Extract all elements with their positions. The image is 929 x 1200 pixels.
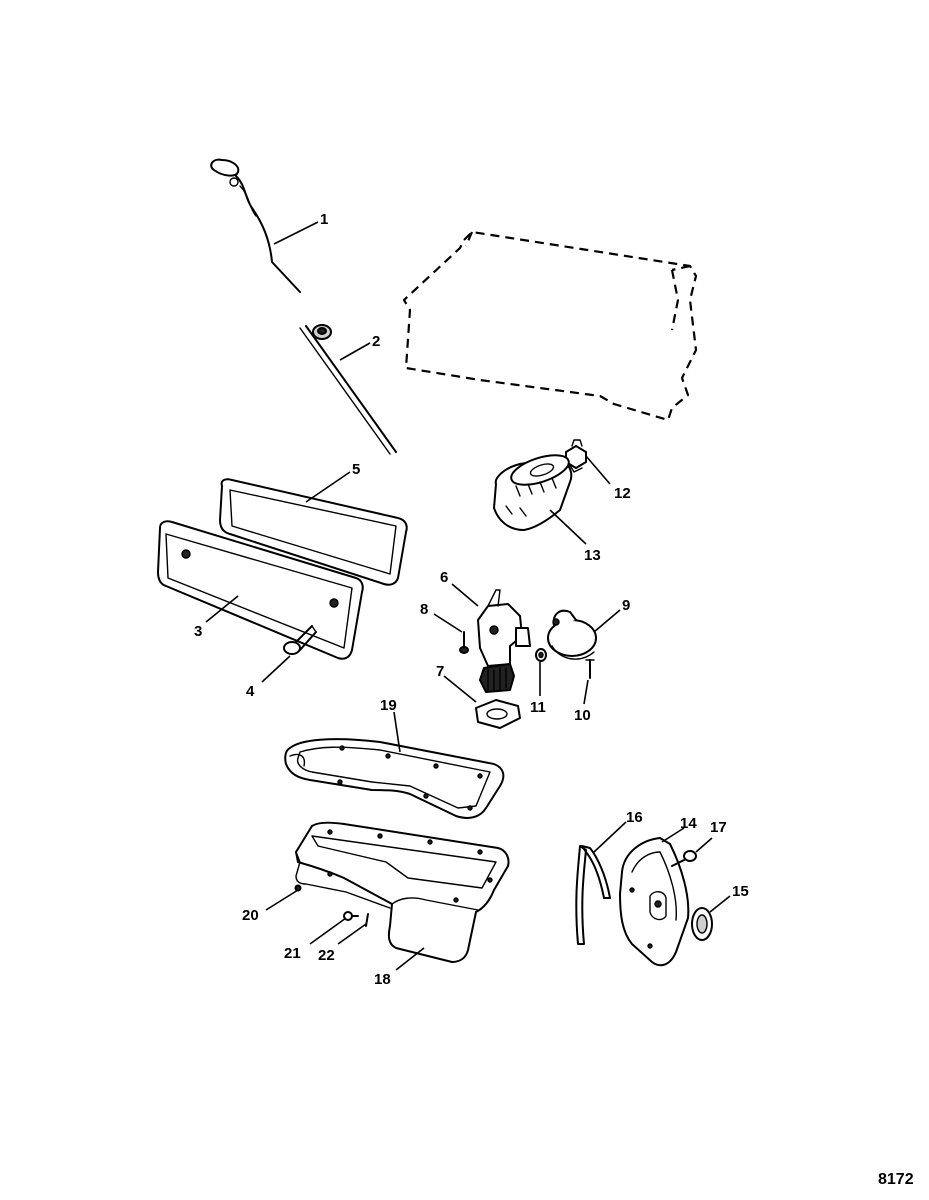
callout-12: 12 — [614, 485, 631, 502]
callout-9: 9 — [622, 597, 630, 614]
leader-16 — [593, 821, 627, 853]
leader-5 — [305, 471, 351, 503]
timing-cover-bolt[interactable] — [671, 850, 697, 867]
pickup-stud[interactable] — [585, 659, 595, 679]
callout-18: 18 — [374, 971, 391, 988]
callout-3: 3 — [194, 623, 202, 640]
callout-5: 5 — [352, 461, 360, 478]
callout-17: 17 — [710, 819, 727, 836]
callout-15: 15 — [732, 883, 749, 900]
crankshaft-seal[interactable] — [691, 907, 713, 941]
oil-filter[interactable] — [493, 449, 573, 531]
leader-18 — [395, 947, 425, 971]
callout-20: 20 — [242, 907, 259, 924]
leader-13 — [549, 509, 587, 545]
oil-pump-bolt[interactable] — [459, 631, 469, 654]
leader-9 — [593, 609, 621, 633]
oil-pump[interactable] — [477, 589, 531, 693]
valve-cover-gasket[interactable] — [219, 478, 408, 586]
callout-2: 2 — [372, 333, 380, 350]
callout-6: 6 — [440, 569, 448, 586]
timing-cover[interactable] — [619, 837, 690, 967]
dipstick-tube[interactable] — [299, 324, 397, 455]
leader-7 — [443, 675, 477, 703]
callout-11: 11 — [530, 699, 546, 716]
callout-19: 19 — [380, 697, 397, 714]
valve-cover[interactable] — [157, 520, 364, 660]
oil-pan-gasket[interactable] — [284, 738, 505, 819]
drain-plug-washer[interactable] — [365, 913, 369, 927]
callout-13: 13 — [584, 547, 601, 564]
callout-1: 1 — [320, 211, 328, 228]
leader-8 — [433, 613, 463, 633]
leader-4 — [261, 655, 291, 683]
leader-14 — [661, 827, 685, 843]
pickup-nut[interactable] — [535, 648, 547, 662]
drain-plug[interactable] — [343, 911, 359, 921]
leader-17 — [695, 837, 713, 853]
leader-3 — [205, 595, 239, 623]
oil-pan[interactable] — [295, 821, 510, 963]
timing-cover-seal[interactable] — [575, 845, 611, 945]
callout-7: 7 — [436, 663, 444, 680]
valve-cover-bolt[interactable] — [283, 625, 317, 655]
callout-14: 14 — [680, 815, 697, 832]
callout-16: 16 — [626, 809, 643, 826]
leader-15 — [709, 895, 731, 913]
oil-pump-gasket[interactable] — [475, 699, 521, 729]
leader-20 — [265, 889, 299, 911]
leader-22 — [337, 923, 367, 945]
figure-id: 8172 — [878, 1171, 914, 1188]
callout-4: 4 — [246, 683, 255, 700]
leader-19 — [393, 711, 401, 753]
leader-10 — [583, 679, 589, 705]
pan-bolt[interactable] — [294, 884, 302, 892]
callout-10: 10 — [574, 707, 591, 724]
oil-pickup-screen[interactable] — [547, 609, 597, 660]
callout-labels: 1 2 3 4 5 6 7 8 9 10 11 12 13 14 15 16 1… — [194, 211, 749, 988]
engine-block-outline — [402, 230, 698, 422]
dipstick[interactable] — [210, 158, 301, 293]
leader-lines — [205, 221, 731, 971]
callout-22: 22 — [318, 947, 335, 964]
leader-21 — [309, 917, 347, 945]
leader-2 — [339, 342, 371, 361]
callout-21: 21 — [284, 945, 301, 962]
callout-8: 8 — [420, 601, 428, 618]
leader-1 — [273, 221, 319, 245]
leader-6 — [451, 583, 479, 607]
leader-12 — [585, 455, 611, 485]
